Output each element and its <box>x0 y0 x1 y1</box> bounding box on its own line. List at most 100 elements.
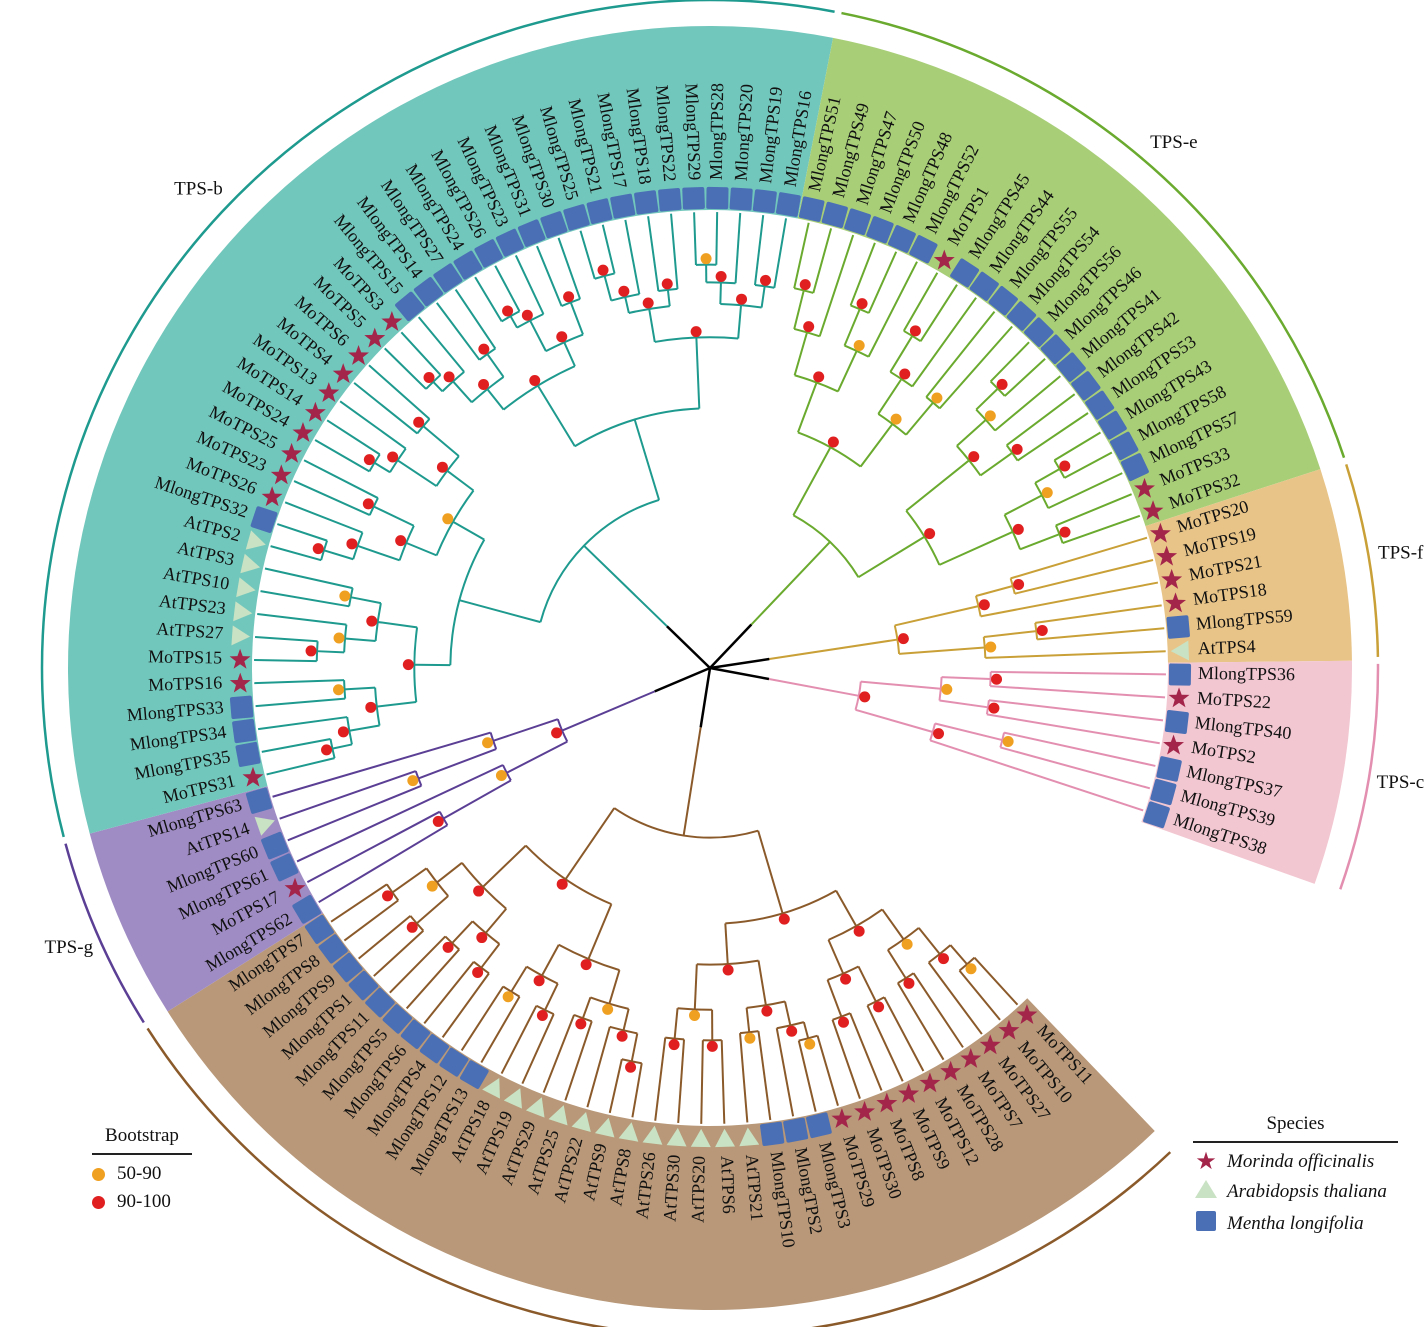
species-legend-item: ★ Morinda officinalis <box>1193 1150 1398 1174</box>
bootstrap-dot <box>395 535 407 547</box>
tree-branch <box>350 596 382 605</box>
mentha-square-icon <box>270 853 299 882</box>
tree-branch <box>854 681 862 711</box>
clade-background <box>1141 660 1353 884</box>
leaf-label: MoTPS15 <box>148 646 222 667</box>
tree-branch <box>835 890 858 927</box>
tree-branch <box>621 1058 642 1065</box>
leaf-label: MoTPS22 <box>1196 688 1271 713</box>
tree-branch <box>358 915 412 960</box>
bootstrap-dot <box>556 878 568 890</box>
tree-branch <box>409 915 425 932</box>
tree-branch <box>544 983 559 1011</box>
mentha-square-icon <box>706 186 729 210</box>
tree-branch <box>939 699 989 709</box>
tree-branch <box>682 727 702 836</box>
tree-branch <box>739 1030 759 1035</box>
tree-branch <box>594 272 615 280</box>
bootstrap-dot <box>853 925 865 937</box>
tree-branch <box>314 439 370 473</box>
bootstrap-dot <box>476 932 488 944</box>
tree-branch <box>480 996 521 1064</box>
tree-branch <box>500 1005 538 1075</box>
bootstrap-dot-layer <box>305 253 1071 1073</box>
morinda-star-icon <box>940 1060 962 1081</box>
tree-branch <box>958 970 1001 1021</box>
bootstrap-dot <box>337 726 349 738</box>
tree-branch <box>911 297 977 388</box>
bootstrap-dot <box>321 744 333 756</box>
mentha-square-icon <box>419 1034 449 1064</box>
tree-branch <box>373 461 391 474</box>
tree-branch <box>494 265 521 312</box>
tree-branch <box>474 276 503 322</box>
morinda-star-icon <box>1016 1004 1038 1024</box>
tree-branch <box>284 501 363 534</box>
mentha-square-icon <box>292 895 322 924</box>
species-label-mentha: Mentha longifolia <box>1227 1213 1364 1234</box>
clade-arc <box>1345 463 1380 657</box>
leaf-label: AtTPS20 <box>687 1156 708 1223</box>
morinda-star-icon <box>1161 568 1183 589</box>
mentha-square-icon <box>433 263 463 293</box>
tree-branch <box>373 929 424 977</box>
tree-branch <box>343 899 399 942</box>
tree-branch <box>471 920 500 945</box>
triangle-icon <box>1193 1179 1219 1205</box>
tree-branch <box>484 908 507 934</box>
branch-layer <box>254 212 1166 1124</box>
mentha-square-icon <box>798 196 825 222</box>
tree-branch <box>510 966 528 993</box>
tree-branch <box>793 222 810 289</box>
tree-branch <box>693 212 697 265</box>
bootstrap-legend-item: 90-100 <box>92 1191 192 1213</box>
morinda-star-icon <box>979 1034 1001 1055</box>
bootstrap-dot <box>965 963 977 975</box>
tree-branch <box>349 724 380 732</box>
square-icon <box>1193 1211 1219 1237</box>
tree-branch <box>391 867 428 894</box>
clade-arc <box>64 843 145 1024</box>
tree-branch <box>979 451 1013 477</box>
tree-branch <box>877 378 903 415</box>
mentha-square-icon <box>844 208 871 236</box>
arabidopsis-triangle-icon <box>571 1112 591 1133</box>
tree-branch <box>603 275 613 301</box>
species-label-arabidopsis: Arabidopsis thaliana <box>1227 1181 1387 1202</box>
mentha-square-icon <box>304 914 334 944</box>
tree-branch <box>630 1033 639 1062</box>
mentha-square-icon <box>760 1121 785 1146</box>
tree-branch <box>784 1001 792 1026</box>
bootstrap-dot <box>436 461 448 473</box>
tree-branch <box>929 739 1144 812</box>
tree-branch <box>317 650 345 654</box>
bootstrap-dot <box>978 599 990 611</box>
tree-branch <box>1000 746 1151 790</box>
tree-branch <box>986 713 1160 745</box>
tree-branch <box>608 1059 623 1114</box>
tree-branch <box>812 228 833 294</box>
tree-branch <box>352 532 364 560</box>
bootstrap-dot <box>406 921 418 933</box>
tree-branch <box>1034 468 1061 484</box>
tree-branch <box>753 214 765 286</box>
tree-branch <box>793 290 805 330</box>
tree-branch <box>529 320 547 352</box>
tree-branch <box>425 867 449 897</box>
tree-branch <box>480 943 501 969</box>
bootstrap-dot <box>931 392 943 404</box>
species-legend-rule <box>1193 1141 1398 1143</box>
bootstrap-dot <box>1036 624 1048 636</box>
bootstrap-legend-item: 50-90 <box>92 1163 192 1185</box>
bootstrap-dot <box>996 378 1008 390</box>
clade-label-tps-g: TPS-g <box>45 937 94 958</box>
tree-branch <box>384 347 427 390</box>
tree-branch <box>373 505 415 527</box>
arabidopsis-triangle-icon <box>548 1105 568 1126</box>
bootstrap-dot <box>984 410 996 422</box>
tree-branch <box>837 350 858 392</box>
tree-branch <box>276 523 328 542</box>
morinda-star-icon <box>270 464 292 485</box>
mentha-square-icon <box>1024 317 1054 347</box>
tree-branch <box>658 287 678 293</box>
